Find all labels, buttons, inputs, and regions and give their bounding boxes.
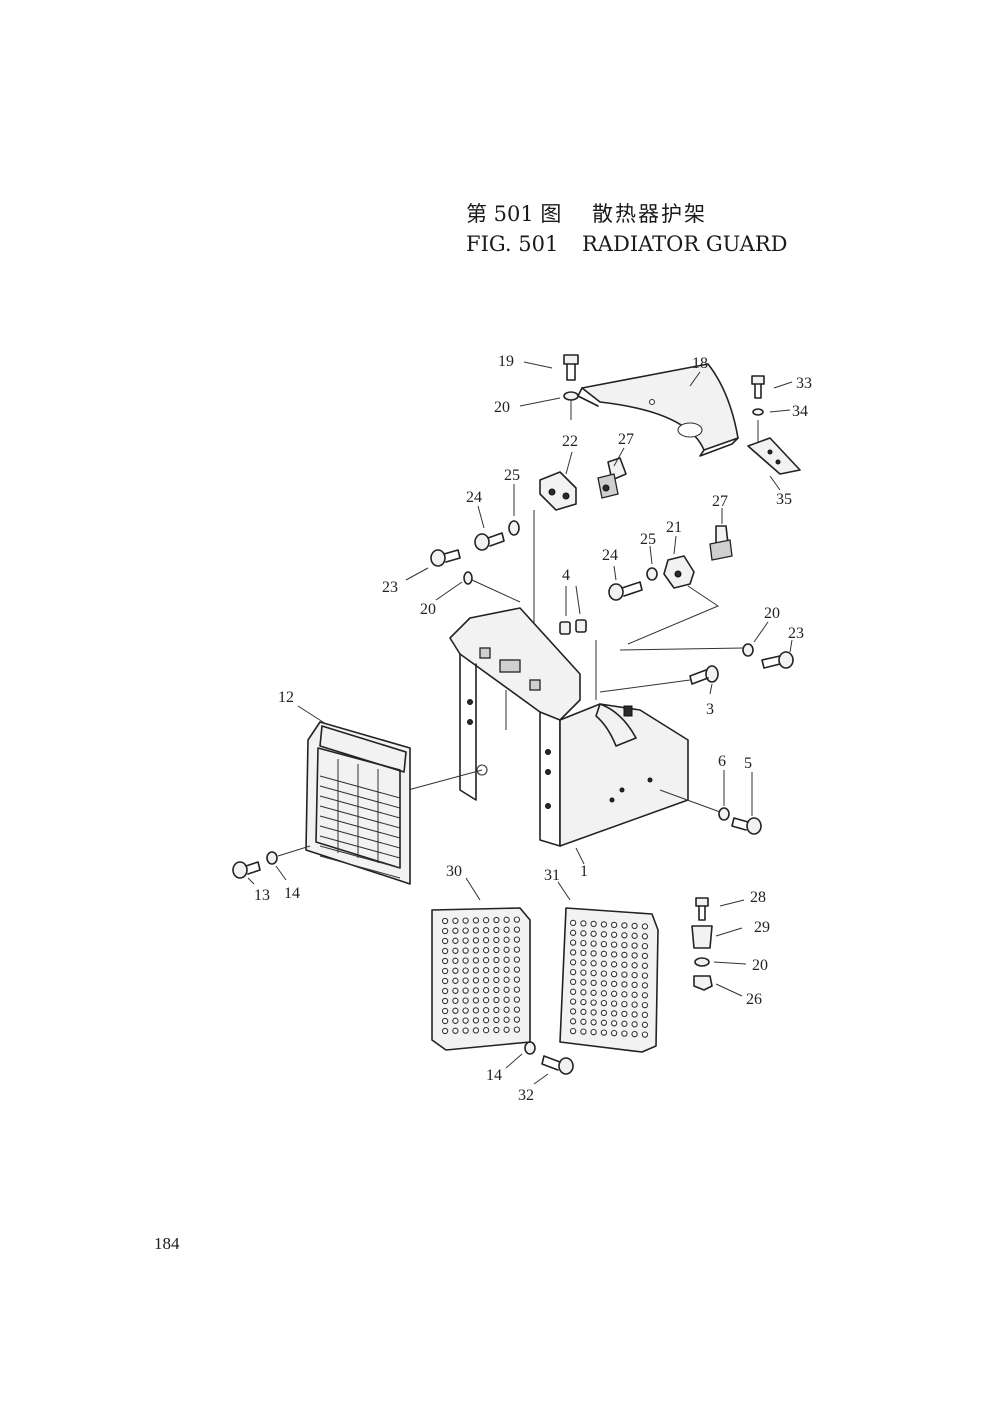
callout-20-left: 20: [420, 601, 436, 618]
nut-4: [559, 619, 587, 635]
callout-1: 1: [580, 863, 588, 880]
bolt-33: [751, 375, 765, 399]
bolt-13: [232, 861, 261, 879]
washer-20-top: [563, 391, 579, 420]
callout-32: 32: [518, 1087, 534, 1104]
callout-19: 19: [498, 353, 514, 370]
callout-3: 3: [706, 701, 714, 718]
washer-6: [718, 807, 730, 821]
callout-27-upper: 27: [618, 431, 634, 448]
callout-22: 22: [562, 433, 578, 450]
callout-4: 4: [562, 567, 570, 584]
callout-26: 26: [746, 991, 762, 1008]
guide-12-frame: [407, 769, 483, 791]
callout-25-lower: 25: [640, 531, 656, 548]
bracket-21: [663, 555, 695, 589]
callout-20-right: 20: [764, 605, 780, 622]
bolt-3: [599, 665, 719, 693]
bracket-22: [533, 471, 577, 640]
top-cover-18: [577, 363, 739, 457]
bolt-23-right: [619, 647, 794, 669]
callout-20-top: 20: [494, 399, 510, 416]
callout-labels: 19 18 33 34 20 22 27 35 25 24 27 21 25 2…: [254, 353, 812, 1104]
lamp-27-lower: [709, 525, 733, 561]
washer-20-left: [463, 571, 521, 603]
callout-24-upper: 24: [466, 489, 482, 506]
spacer-29: [691, 925, 713, 949]
bolt-24-upper: [474, 532, 505, 551]
callout-14-bottom: 14: [486, 1067, 502, 1084]
callout-34: 34: [792, 403, 808, 420]
washer-34: [752, 408, 764, 442]
bolt-5: [659, 789, 762, 835]
bolt-24-lower: [608, 581, 643, 601]
callout-12: 12: [278, 689, 294, 706]
page-number: 184: [154, 1234, 180, 1253]
callout-33: 33: [796, 375, 812, 392]
washer-20-right: [742, 643, 754, 657]
callout-30: 30: [446, 863, 462, 880]
callout-27-lower: 27: [712, 493, 728, 510]
callout-6: 6: [718, 753, 726, 770]
side-panel-31: [559, 907, 659, 1053]
wire-lamp: [627, 585, 720, 645]
washer-14-left: [266, 845, 311, 865]
bracket-35: [747, 437, 801, 475]
callout-23-left: 23: [382, 579, 398, 596]
washer-20-bottom: [694, 957, 710, 967]
callout-31: 31: [544, 867, 560, 884]
lamp-27-upper: [597, 457, 627, 499]
frame-1: [449, 607, 689, 847]
figure-number-cn: 第 501 图: [466, 202, 562, 226]
figure-title-cn: 散热器护架: [592, 202, 707, 226]
bolt-28: [695, 897, 709, 921]
callout-20-bottom: 20: [752, 957, 768, 974]
callout-29: 29: [754, 919, 770, 936]
callout-13: 13: [254, 887, 270, 904]
callout-14-left: 14: [284, 885, 300, 902]
figure-title-en: RADIATOR GUARD: [582, 232, 788, 256]
figure-number-en: FIG. 501: [466, 232, 559, 256]
callout-25-upper: 25: [504, 467, 520, 484]
washer-25-lower: [646, 567, 658, 581]
callout-24-lower: 24: [602, 547, 618, 564]
bolt-23-left: [430, 549, 461, 567]
callout-18: 18: [692, 355, 708, 372]
washer-14-bottom: [524, 1041, 536, 1055]
callout-21: 21: [666, 519, 682, 536]
bolt-19: [563, 354, 579, 381]
side-panel-30: [431, 907, 531, 1051]
washer-25-upper: [508, 520, 520, 536]
bolt-32: [541, 1055, 574, 1075]
callout-5: 5: [744, 755, 752, 772]
grille-12: [305, 721, 411, 885]
nut-26: [693, 975, 713, 991]
callout-28: 28: [750, 889, 766, 906]
leader-lines: [247, 361, 793, 1085]
callout-23-right: 23: [788, 625, 804, 642]
callout-35: 35: [776, 491, 792, 508]
